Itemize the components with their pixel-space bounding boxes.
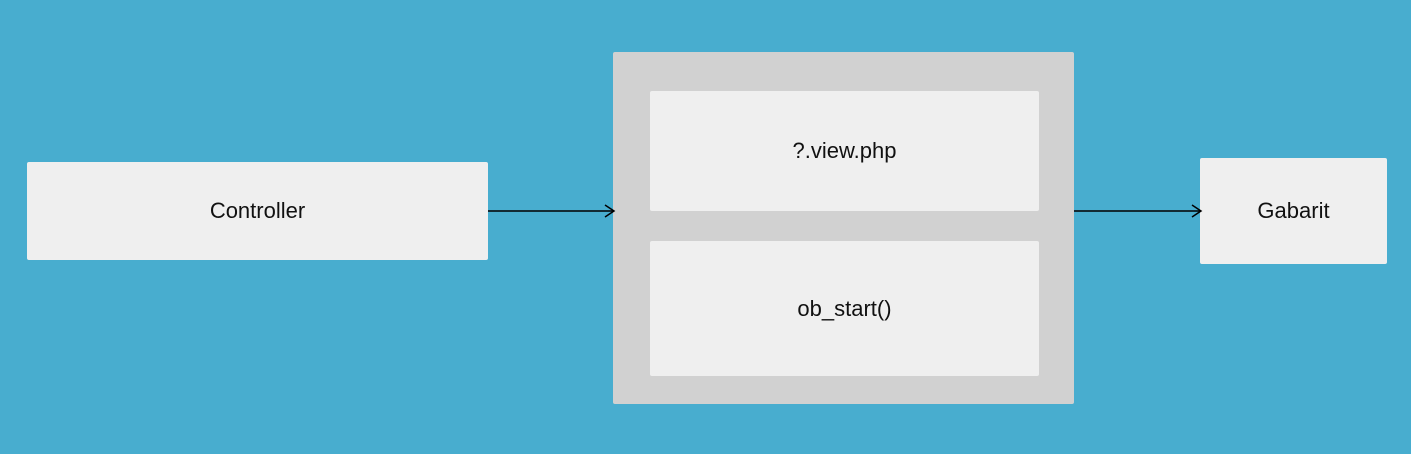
view-php-node: ?.view.php bbox=[650, 91, 1039, 211]
controller-label: Controller bbox=[209, 198, 306, 223]
ob-start-label: ob_start() bbox=[797, 295, 892, 321]
gabarit-node: Gabarit bbox=[1200, 158, 1387, 264]
controller-node: Controller bbox=[27, 162, 488, 260]
arrow-controller-to-group bbox=[488, 204, 616, 218]
gabarit-label: Gabarit bbox=[1257, 198, 1330, 223]
arrow-group-to-gabarit bbox=[1074, 204, 1203, 218]
ob-start-node: ob_start() bbox=[650, 241, 1039, 376]
view-php-label: ?.view.php bbox=[792, 138, 897, 163]
